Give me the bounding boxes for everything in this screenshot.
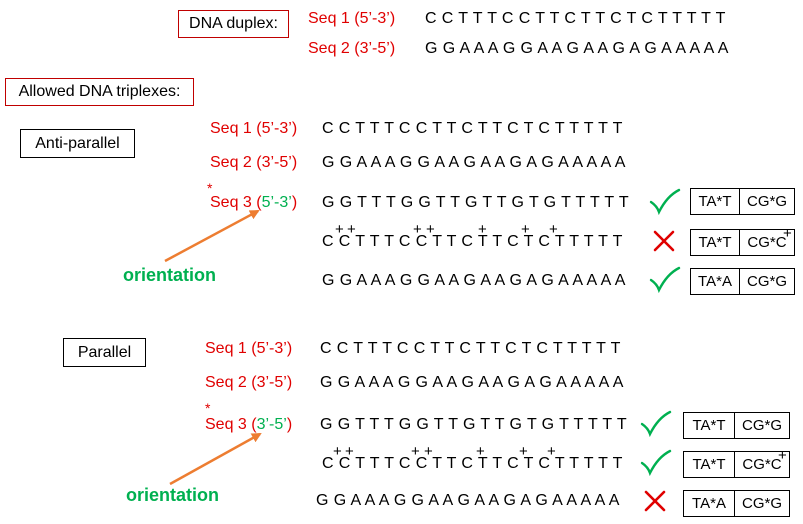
- anti-parallel-title-box: Anti-parallel: [20, 129, 135, 158]
- anti-plus-4: +: [426, 221, 435, 238]
- para-seq3-label: Seq 3 (3’-5’): [205, 416, 292, 434]
- header-seq2: G G A A A G G A A G A A G A G A A A A A: [425, 40, 729, 57]
- para-row1-box2-text: CG*G: [741, 417, 782, 434]
- header-seq2-label: Seq 2 (3’-5’): [308, 40, 396, 57]
- anti-row2-seq: C C T T T C C T T C T T C T C T T T T T: [322, 233, 623, 250]
- anti-row1-box2: CG*G: [739, 188, 795, 215]
- anti-plus-5: +: [478, 221, 487, 238]
- anti-seq3-star: *: [207, 180, 213, 196]
- anti-seq3-label-pre: Seq 3 (: [210, 194, 262, 211]
- anti-seq3-label-post: ): [291, 194, 298, 211]
- anti-row2-cross-icon: [653, 230, 675, 252]
- parallel-title: Parallel: [77, 343, 132, 361]
- header-seq1: C C T T T C C T T C T T C T C T T T T T: [425, 10, 726, 27]
- anti-row1-box2-text: CG*G: [746, 193, 787, 210]
- anti-row3-box2: CG*G: [739, 268, 795, 295]
- anti-plus-2: +: [347, 221, 356, 238]
- para-plus-7: +: [547, 443, 556, 460]
- para-row2-box1-text: TA*T: [692, 456, 726, 473]
- anti-seq2: G G A A A G G A A G A A G A G A A A A A: [322, 154, 626, 171]
- para-seq1: C C T T T C C T T C T T C T C T T T T T: [320, 340, 621, 357]
- para-plus-1: +: [333, 443, 342, 460]
- para-plus-3: +: [411, 443, 420, 460]
- anti-plus-7: +: [549, 221, 558, 238]
- para-row1-box1: TA*T: [683, 412, 735, 439]
- para-seq3-label-pre: Seq 3 (: [205, 416, 257, 433]
- para-row1-box2: CG*G: [734, 412, 790, 439]
- para-box-plus: +: [778, 447, 787, 464]
- anti-row3-box1: TA*A: [690, 268, 740, 295]
- para-plus-4: +: [424, 443, 433, 460]
- anti-seq3-label: Seq 3 (5’-3’): [210, 194, 297, 212]
- para-row3-box1-text: TA*A: [692, 495, 726, 512]
- anti-box-plus: +: [783, 225, 792, 242]
- para-plus-6: +: [519, 443, 528, 460]
- duplex-title: DNA duplex:: [189, 15, 278, 32]
- anti-row3-seq: G G A A A G G A A G A A G A G A A A A A: [322, 272, 626, 289]
- para-seq1-label: Seq 1 (5’-3’): [205, 340, 293, 357]
- para-row2-seq: C C T T T C C T T C T T C T C T T T T T: [322, 455, 623, 472]
- para-seq2-label: Seq 2 (3’-5’): [205, 374, 293, 391]
- anti-row2-box1: TA*T: [690, 229, 740, 256]
- para-seq3-label-post: ): [286, 416, 293, 433]
- para-row1-check-icon: [640, 410, 672, 438]
- para-row1-seq: G G T T T G G T T G T T G T G T T T T T: [320, 416, 628, 433]
- anti-row3-box2-text: CG*G: [746, 273, 787, 290]
- para-row3-box1: TA*A: [683, 490, 735, 517]
- para-seq2: G G A A A G G A A G A A G A G A A A A A: [320, 374, 624, 391]
- anti-orientation-label: orientation: [123, 265, 216, 285]
- anti-row2-box2-text: CG*C: [747, 234, 787, 251]
- parallel-title-box: Parallel: [63, 338, 146, 367]
- anti-seq1: C C T T T C C T T C T T C T C T T T T T: [322, 120, 623, 137]
- para-row1-box1-text: TA*T: [692, 417, 726, 434]
- anti-seq2-label: Seq 2 (3’-5’): [210, 154, 298, 171]
- para-row2-box2-text: CG*C: [742, 456, 782, 473]
- anti-plus-3: +: [413, 221, 422, 238]
- anti-plus-6: +: [521, 221, 530, 238]
- para-row3-cross-icon: [644, 490, 666, 512]
- triplex-title: Allowed DNA triplexes:: [18, 83, 181, 100]
- duplex-title-box: DNA duplex:: [178, 10, 289, 38]
- anti-row1-box1-text: TA*T: [698, 193, 732, 210]
- para-seq3-label-dir: 3’-5’: [256, 416, 287, 433]
- anti-plus-1: +: [335, 221, 344, 238]
- anti-row3-check-icon: [649, 266, 681, 294]
- anti-seq3-label-dir: 5’-3’: [261, 194, 292, 211]
- para-row2-check-icon: [640, 449, 672, 477]
- para-row2-box2: CG*C: [734, 451, 790, 478]
- anti-row3-box1-text: TA*A: [698, 273, 732, 290]
- anti-parallel-title: Anti-parallel: [35, 134, 120, 152]
- anti-row1-box1: TA*T: [690, 188, 740, 215]
- header-seq1-label: Seq 1 (5’-3’): [308, 10, 396, 27]
- anti-row2-box2: CG*C: [739, 229, 795, 256]
- para-plus-5: +: [476, 443, 485, 460]
- para-seq3-star: *: [205, 400, 211, 416]
- para-plus-2: +: [345, 443, 354, 460]
- para-row3-box2: CG*G: [734, 490, 790, 517]
- para-orientation-label: orientation: [126, 485, 219, 505]
- triplex-title-box: Allowed DNA triplexes:: [5, 78, 194, 106]
- anti-row2-box1-text: TA*T: [698, 234, 732, 251]
- para-row2-box1: TA*T: [683, 451, 735, 478]
- anti-row1-check-icon: [649, 188, 681, 216]
- para-row3-box2-text: CG*G: [741, 495, 782, 512]
- anti-row1-seq: G G T T T G G T T G T T G T G T T T T T: [322, 194, 630, 211]
- para-row3-seq: G G A A A G G A A G A A G A G A A A A A: [316, 492, 620, 509]
- anti-seq1-label: Seq 1 (5’-3’): [210, 120, 298, 137]
